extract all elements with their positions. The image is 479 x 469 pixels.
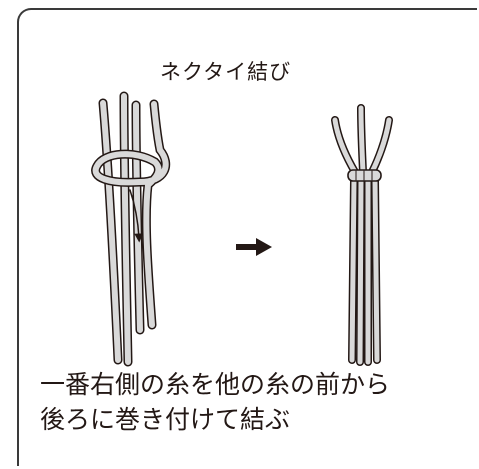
tie-knot-before-illustration <box>91 91 171 367</box>
diagram-title: ネクタイ結び <box>160 60 292 84</box>
caption-line-1: 一番右側の糸を他の糸の前から <box>40 370 391 399</box>
diagram-frame <box>17 8 477 466</box>
right-arrow-icon <box>236 238 272 256</box>
diagram-caption: 一番右側の糸を他の糸の前から 後ろに巻き付けて結ぶ <box>40 367 470 437</box>
caption-line-2: 後ろに巻き付けて結ぶ <box>40 405 291 434</box>
tie-knot-after-illustration <box>331 104 393 366</box>
